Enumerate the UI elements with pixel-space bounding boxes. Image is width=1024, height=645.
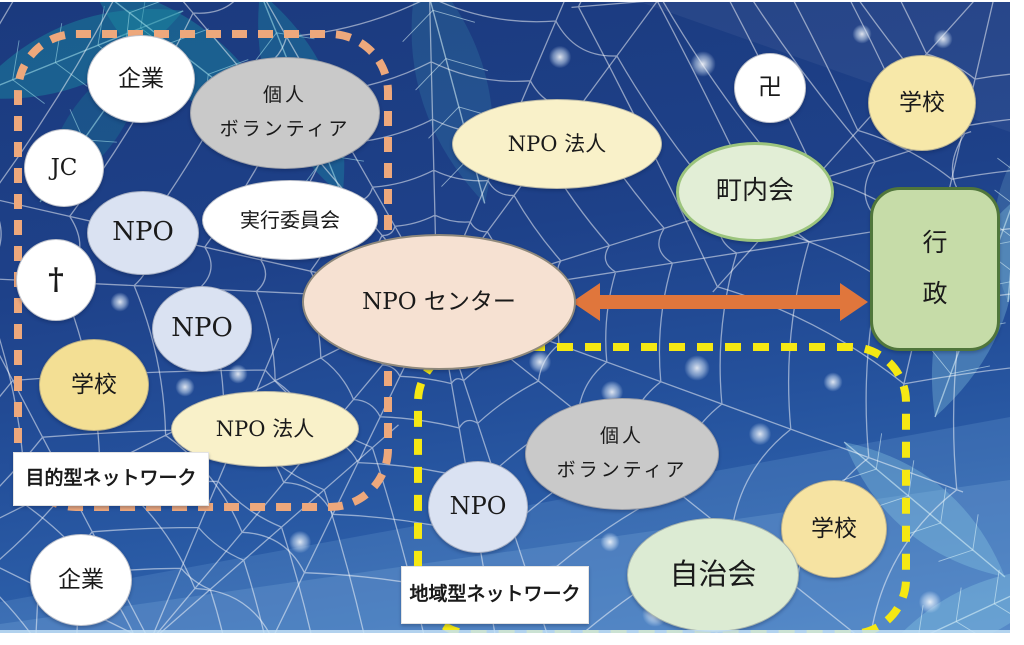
node-gyosei: 行政 [870, 187, 1000, 351]
node-label: 企業 [118, 65, 164, 92]
node-npo-1: NPO [87, 191, 199, 275]
node-label: † [48, 261, 64, 297]
dew-drop [684, 355, 710, 381]
node-label: 目的型ネットワーク [25, 467, 197, 490]
node-npo-3: NPO [428, 461, 528, 553]
node-label: 個人 [599, 425, 644, 448]
node-label: NPO [112, 217, 174, 248]
node-label: 実行委員会 [240, 207, 340, 232]
node-label: 企業 [58, 566, 104, 593]
node-label: 学校 [899, 89, 945, 116]
node-label: 卍 [758, 73, 782, 102]
dew-drop [933, 29, 953, 49]
node-cross: † [16, 239, 96, 321]
node-chonaikai: 町内会 [676, 142, 834, 242]
node-label: NPO 法人 [215, 416, 315, 441]
node-gakko-bottom-right: 学校 [781, 480, 887, 578]
node-kigyo-bottom: 企業 [30, 534, 132, 626]
node-kojin-volunteer-2: 個人ボランティア [525, 398, 719, 510]
node-npo-2: NPO [152, 286, 252, 372]
node-label: ボランティア [556, 459, 688, 481]
dew-drop [288, 530, 312, 554]
node-kojin-volunteer-1: 個人ボランティア [190, 57, 380, 169]
node-npo-hojin-top: NPO 法人 [452, 99, 662, 189]
node-label: 個人 [262, 84, 307, 107]
node-label: 地域型ネットワーク [409, 583, 581, 606]
dew-drop [852, 24, 872, 44]
node-label: 政 [922, 279, 948, 308]
node-label: 行 [922, 228, 948, 258]
dew-drop [548, 45, 572, 69]
node-label: 学校 [811, 515, 857, 542]
node-gakko-left: 学校 [39, 339, 149, 431]
dew-drop [690, 51, 716, 77]
dew-drop [823, 372, 843, 392]
node-label: JC [50, 154, 78, 181]
two-way-arrow [572, 283, 868, 321]
node-label: NPO [449, 492, 507, 521]
node-label-purpose-network: 目的型ネットワーク [13, 452, 209, 506]
node-label-regional-network: 地域型ネットワーク [401, 566, 589, 624]
spider-web [571, 2, 1010, 391]
node-label: 学校 [71, 371, 117, 398]
node-npo-center: NPO センター [302, 234, 576, 370]
bottom-edge-highlight [0, 630, 1010, 633]
node-label: ボランティア [219, 118, 351, 140]
node-gakko-top-right: 学校 [868, 55, 976, 151]
dew-drop [918, 590, 942, 614]
node-manji: 卍 [734, 53, 806, 123]
node-label: 町内会 [715, 176, 794, 207]
dew-drop [528, 350, 552, 374]
node-jc: JC [24, 129, 104, 207]
node-kigyo-top: 企業 [87, 35, 195, 123]
dew-drop [600, 532, 620, 552]
node-label: 自治会 [669, 557, 757, 592]
node-label: NPO センター [362, 288, 516, 315]
node-label: NPO [171, 313, 233, 344]
dew-drop [175, 377, 195, 397]
dew-drop [748, 422, 772, 446]
dew-drop [110, 292, 130, 312]
dew-drop [600, 380, 624, 404]
node-label: NPO 法人 [507, 131, 607, 156]
node-jichikai: 自治会 [627, 518, 799, 632]
dew-drop [228, 364, 248, 384]
node-jikko-iinkai: 実行委員会 [202, 180, 378, 260]
